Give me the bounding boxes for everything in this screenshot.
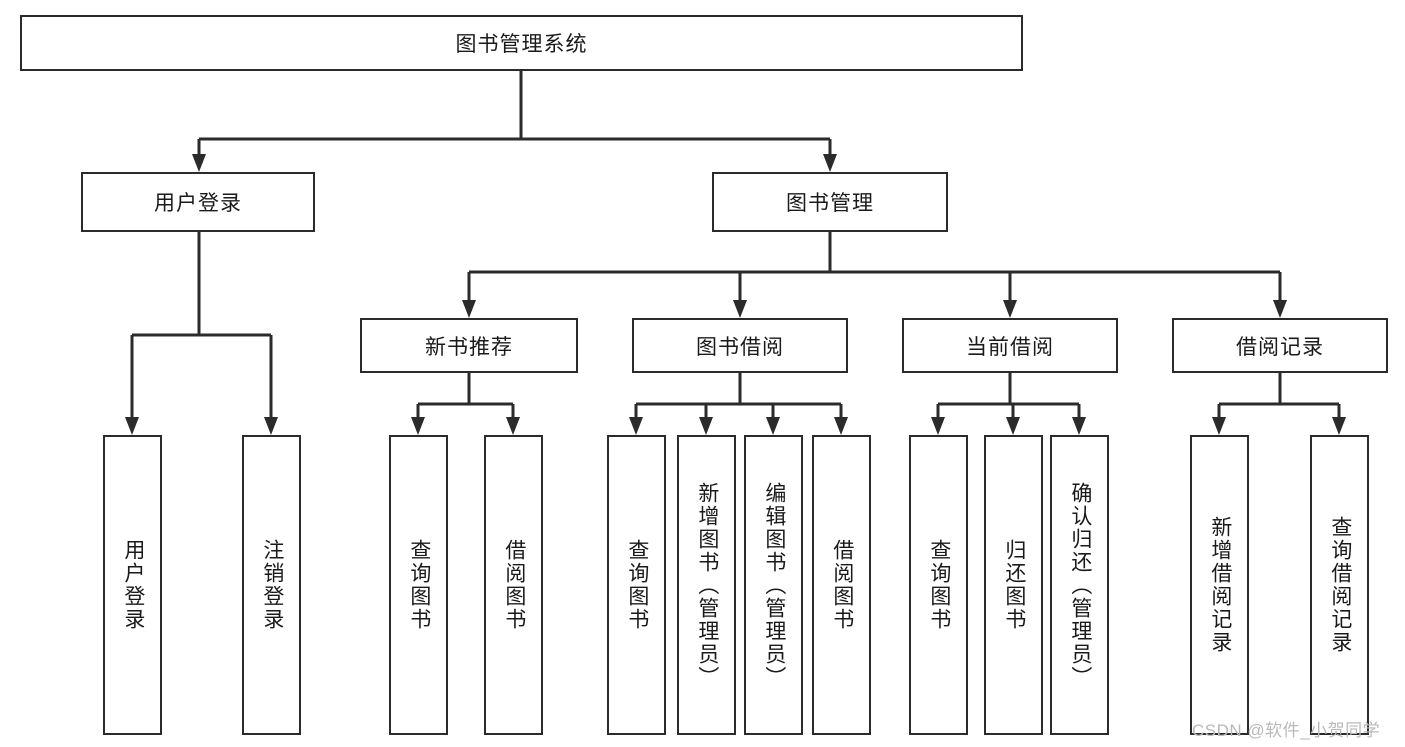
arrow-head-group-2-2 <box>1072 417 1086 435</box>
node-label: 用户登录 <box>121 539 145 631</box>
node-label: 当前借阅 <box>966 335 1054 359</box>
node-label: 新增借阅记录 <box>1208 516 1232 654</box>
node-label: 新增图书（管理员） <box>695 481 719 689</box>
node-label: 用户登录 <box>154 192 242 215</box>
node-leaf-10[interactable]: 确认归还（管理员） <box>1050 435 1109 735</box>
node-leaf-9[interactable]: 归还图书 <box>984 435 1043 735</box>
node-level2-1[interactable]: 图书管理 <box>712 172 948 232</box>
node-leaf-1[interactable]: 注销登录 <box>242 435 301 735</box>
node-label: 查询图书 <box>927 539 951 631</box>
node-label: 查询借阅记录 <box>1328 516 1352 654</box>
arrow-head-group-0-1 <box>506 417 520 435</box>
node-level2-0[interactable]: 用户登录 <box>81 172 315 232</box>
node-label: 确认归还（管理员） <box>1068 481 1092 689</box>
node-label: 查询图书 <box>407 539 431 631</box>
arrow-head-group-2-0 <box>931 417 945 435</box>
arrow-head-group-1-1 <box>699 417 713 435</box>
node-label: 归还图书 <box>1002 539 1026 631</box>
arrow-head-group-1-0 <box>629 417 643 435</box>
arrow-head-root-0 <box>192 154 206 172</box>
arrow-head-manage-1 <box>733 300 747 318</box>
node-root-0[interactable]: 图书管理系统 <box>20 15 1023 71</box>
arrow-head-manage-2 <box>1003 300 1017 318</box>
arrow-head-login-1 <box>264 417 278 435</box>
node-label: 新书推荐 <box>425 335 513 359</box>
node-level3-1[interactable]: 图书借阅 <box>632 318 848 373</box>
arrow-head-group-0-0 <box>411 417 425 435</box>
node-level3-0[interactable]: 新书推荐 <box>360 318 578 373</box>
arrow-head-group-1-2 <box>766 417 780 435</box>
arrow-head-group-3-0 <box>1212 417 1226 435</box>
arrow-head-login-0 <box>125 417 139 435</box>
node-leaf-11[interactable]: 新增借阅记录 <box>1190 435 1249 735</box>
node-leaf-7[interactable]: 借阅图书 <box>812 435 871 735</box>
arrow-head-group-3-1 <box>1332 417 1346 435</box>
arrow-head-root-1 <box>823 154 837 172</box>
node-leaf-5[interactable]: 新增图书（管理员） <box>677 435 736 735</box>
node-label: 查询图书 <box>625 539 649 631</box>
node-label: 注销登录 <box>260 539 284 631</box>
csdn-watermark: CSDN @软件_小贺同学 <box>1192 721 1381 740</box>
node-label: 图书管理 <box>786 192 874 215</box>
node-label: 借阅图书 <box>830 539 854 631</box>
node-label: 图书借阅 <box>696 335 784 359</box>
node-leaf-12[interactable]: 查询借阅记录 <box>1310 435 1369 735</box>
arrow-head-group-1-3 <box>834 417 848 435</box>
node-label: 图书管理系统 <box>455 33 588 56</box>
node-label: 借阅记录 <box>1236 335 1324 359</box>
arrow-head-group-2-1 <box>1006 417 1020 435</box>
arrow-head-manage-3 <box>1273 300 1287 318</box>
node-level3-3[interactable]: 借阅记录 <box>1172 318 1388 373</box>
node-leaf-4[interactable]: 查询图书 <box>607 435 666 735</box>
node-leaf-6[interactable]: 编辑图书（管理员） <box>744 435 803 735</box>
node-leaf-8[interactable]: 查询图书 <box>909 435 968 735</box>
node-level3-2[interactable]: 当前借阅 <box>902 318 1118 373</box>
node-leaf-2[interactable]: 查询图书 <box>389 435 448 735</box>
node-leaf-0[interactable]: 用户登录 <box>103 435 162 735</box>
arrow-head-manage-0 <box>462 300 476 318</box>
node-leaf-3[interactable]: 借阅图书 <box>484 435 543 735</box>
node-label: 借阅图书 <box>502 539 526 631</box>
node-label: 编辑图书（管理员） <box>762 481 786 689</box>
